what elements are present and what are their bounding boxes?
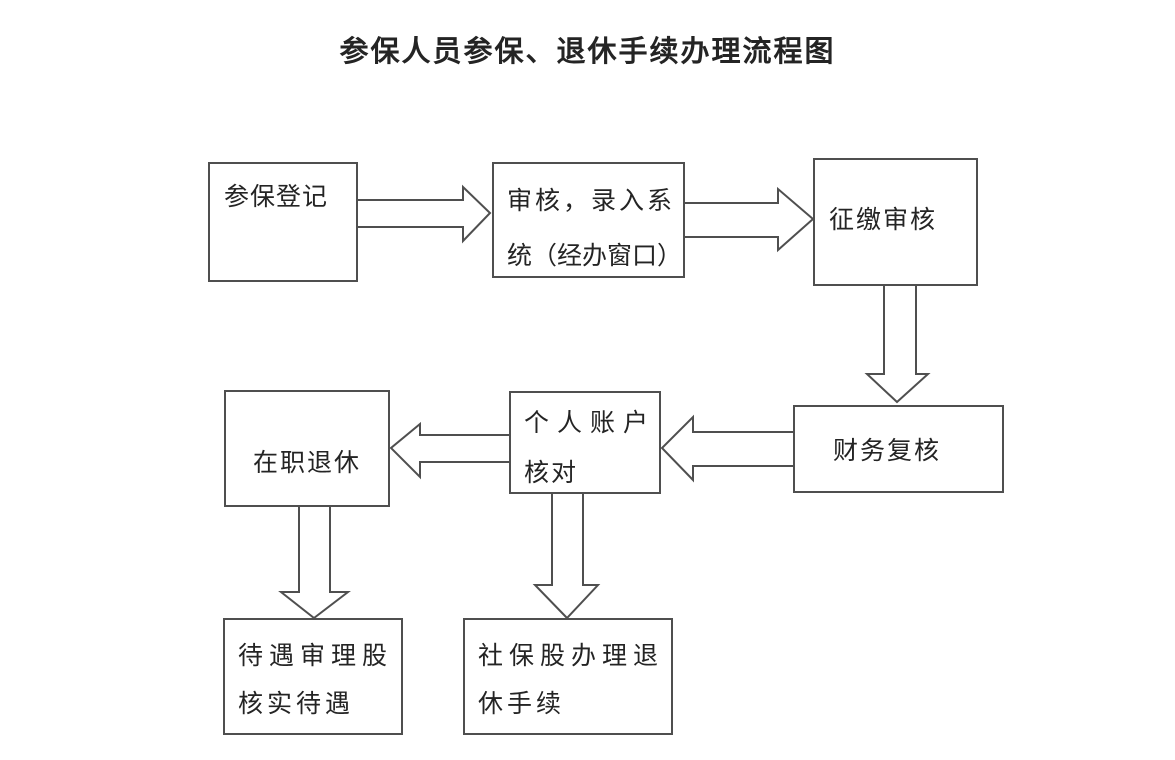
node-personal-account-check-line-1: 个人账户 [524,409,657,437]
node-in-service-retirement: 在职退休 [224,390,390,507]
node-collection-review: 征缴审核 [813,158,978,286]
node-social-security-section-line-1: 社保股办理退 [478,642,665,670]
node-personal-account-check: 个人账户 核对 [509,391,661,494]
node-benefit-review-section-line-1: 待遇审理股 [238,642,394,670]
node-finance-recheck-label: 财务复核 [833,437,942,465]
node-in-service-retirement-label: 在职退休 [253,449,362,477]
node-review-entry: 审核，录入系 统（经办窗口） [492,162,685,278]
node-benefit-review-section-line-2: 核实待遇 [238,690,355,718]
node-finance-recheck: 财务复核 [793,405,1004,493]
edge-collection-to-finance-arrow-icon [864,283,931,404]
edge-account-to-retirement-arrow-icon [389,421,513,480]
edge-registration-to-review-arrow-icon [354,184,492,244]
node-social-security-section-line-2: 休手续 [478,690,566,718]
node-collection-review-label: 征缴审核 [829,206,938,234]
page-title: 参保人员参保、退休手续办理流程图 [339,36,836,68]
node-benefit-review-section: 待遇审理股 核实待遇 [223,618,403,735]
edge-retirement-to-benefit-arrow-icon [278,503,351,620]
edge-review-to-collection-arrow-icon [681,186,815,253]
node-personal-account-check-line-2: 核对 [524,459,579,487]
edge-finance-to-account-arrow-icon [660,414,797,483]
node-enroll-registration-label: 参保登记 [224,183,329,211]
edge-account-to-social-arrow-icon [532,490,601,620]
node-enroll-registration: 参保登记 [208,162,358,282]
node-review-entry-line-1: 审核，录入系 [507,187,676,215]
node-review-entry-line-2: 统（经办窗口） [507,242,683,270]
node-social-security-section: 社保股办理退 休手续 [463,618,673,735]
